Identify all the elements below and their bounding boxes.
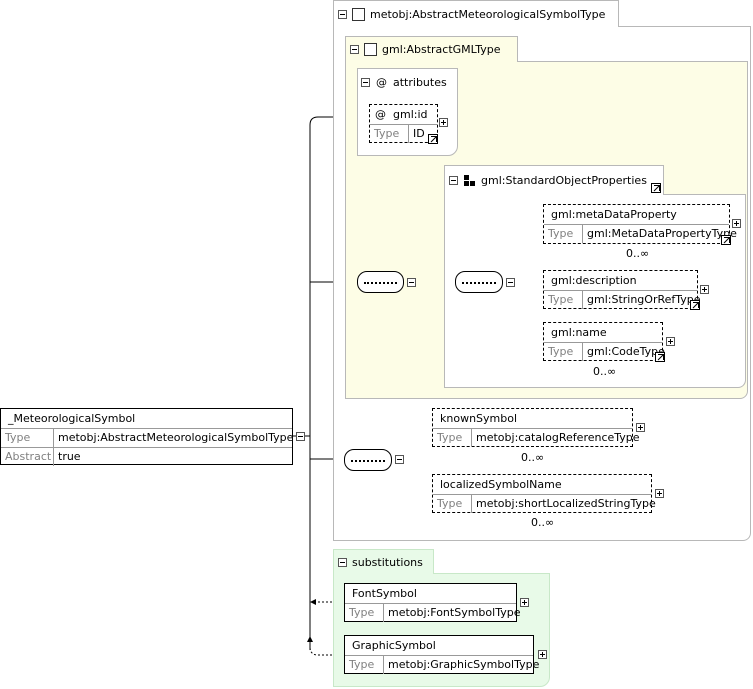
collapse-icon[interactable] (350, 45, 359, 54)
type-link-icon[interactable] (721, 235, 731, 245)
attribute-icon: @ (375, 108, 386, 121)
base-type-label: gml:AbstractGMLType (382, 43, 501, 56)
group-ref-tab[interactable]: gml:StandardObjectProperties (444, 165, 664, 195)
element-localized-symbol-name[interactable]: localizedSymbolName Type metobj:shortLoca… (432, 474, 656, 513)
element-font-symbol[interactable]: FontSymbol Type metobj:FontSymbolType (344, 583, 521, 622)
sequence-compositor-group[interactable] (455, 271, 503, 293)
expand-icon[interactable] (666, 337, 675, 346)
complex-type-label: metobj:AbstractMeteorologicalSymbolType (370, 7, 606, 21)
type-value: metobj:shortLocalizedStringType (476, 497, 656, 510)
substitutions-tab[interactable]: substitutions (333, 549, 434, 574)
cardinality-label: 0..∞ (521, 451, 545, 464)
attribute-gml-id[interactable]: @ gml:id Type ID (369, 104, 438, 143)
attribute-icon: @ (376, 76, 387, 89)
type-key: Type (370, 125, 409, 143)
complex-type-tab[interactable]: metobj:AbstractMeteorologicalSymbolType (333, 0, 619, 27)
collapse-icon[interactable] (338, 557, 347, 567)
expand-icon[interactable] (439, 118, 448, 127)
type-key: Type (433, 429, 472, 447)
type-value: metobj:GraphicSymbolType (388, 658, 540, 671)
type-key: Type (1, 429, 54, 447)
abstract-value: true (58, 450, 81, 463)
group-ref-label: gml:StandardObjectProperties (481, 174, 647, 187)
expand-icon[interactable] (655, 489, 664, 498)
collapse-icon[interactable] (407, 278, 416, 287)
complex-type-icon (364, 43, 377, 56)
type-value: metobj:AbstractMeteorologicalSymbolType (58, 431, 294, 444)
group-icon (463, 174, 476, 187)
expand-icon[interactable] (636, 423, 645, 432)
type-link-icon[interactable] (655, 352, 665, 362)
element-name: FontSymbol (352, 587, 417, 600)
type-key: Type (433, 495, 472, 513)
type-key: Type (544, 225, 583, 243)
base-type-tab[interactable]: gml:AbstractGMLType (345, 36, 518, 62)
collapse-icon[interactable] (506, 278, 515, 287)
type-key: Type (544, 291, 583, 309)
group-link-icon[interactable] (651, 183, 661, 193)
element-gml-description[interactable]: gml:description Type gml:StringOrRefType (543, 270, 701, 309)
type-value: metobj:FontSymbolType (388, 606, 521, 619)
type-value: gml:StringOrRefType (587, 293, 701, 306)
type-key: Type (345, 656, 384, 674)
element-name: gml:name (551, 326, 607, 339)
sequence-compositor-metobj[interactable] (344, 449, 392, 471)
cardinality-label: 0..∞ (626, 247, 650, 260)
cardinality-label: 0..∞ (531, 516, 555, 529)
type-key: Type (345, 604, 384, 622)
abstract-key: Abstract (1, 448, 54, 466)
collapse-icon[interactable] (449, 176, 458, 185)
type-link-icon[interactable] (690, 300, 700, 310)
collapse-icon[interactable] (395, 455, 404, 464)
expand-icon[interactable] (538, 650, 547, 659)
cardinality-label: 0..∞ (593, 365, 617, 378)
element-gml-name[interactable]: gml:name Type gml:CodeType (543, 322, 665, 361)
type-value: ID (413, 127, 425, 140)
attribute-name: gml:id (393, 108, 428, 121)
element-graphic-symbol[interactable]: GraphicSymbol Type metobj:GraphicSymbolTy… (344, 635, 539, 674)
element-name: knownSymbol (440, 412, 518, 425)
expand-icon[interactable] (700, 285, 709, 294)
type-key: Type (544, 343, 583, 361)
element-name: GraphicSymbol (352, 639, 436, 652)
attributes-label: attributes (393, 76, 447, 89)
collapse-icon[interactable] (296, 432, 305, 441)
root-element-meteorological-symbol[interactable]: _MeteorologicalSymbol Type metobj:Abstrac… (0, 408, 294, 466)
element-name: gml:metaDataProperty (551, 208, 677, 221)
element-gml-metadataproperty[interactable]: gml:metaDataProperty Type gml:MetaDataPro… (543, 204, 737, 244)
element-name: gml:description (551, 274, 637, 287)
sequence-compositor-base[interactable] (357, 271, 404, 293)
collapse-icon[interactable] (338, 9, 347, 19)
expand-icon[interactable] (732, 219, 741, 228)
type-value: gml:MetaDataPropertyType (587, 227, 737, 240)
complex-type-icon (352, 7, 365, 21)
type-value: metobj:catalogReferenceType (476, 431, 640, 444)
element-known-symbol[interactable]: knownSymbol Type metobj:catalogReferenceT… (432, 408, 640, 447)
expand-icon[interactable] (520, 598, 529, 607)
element-name: _MeteorologicalSymbol (8, 412, 136, 425)
type-value: gml:CodeType (587, 345, 665, 358)
substitutions-label: substitutions (352, 555, 423, 569)
element-name: localizedSymbolName (440, 478, 562, 491)
collapse-icon[interactable] (361, 78, 370, 87)
type-link-icon[interactable] (428, 134, 438, 144)
